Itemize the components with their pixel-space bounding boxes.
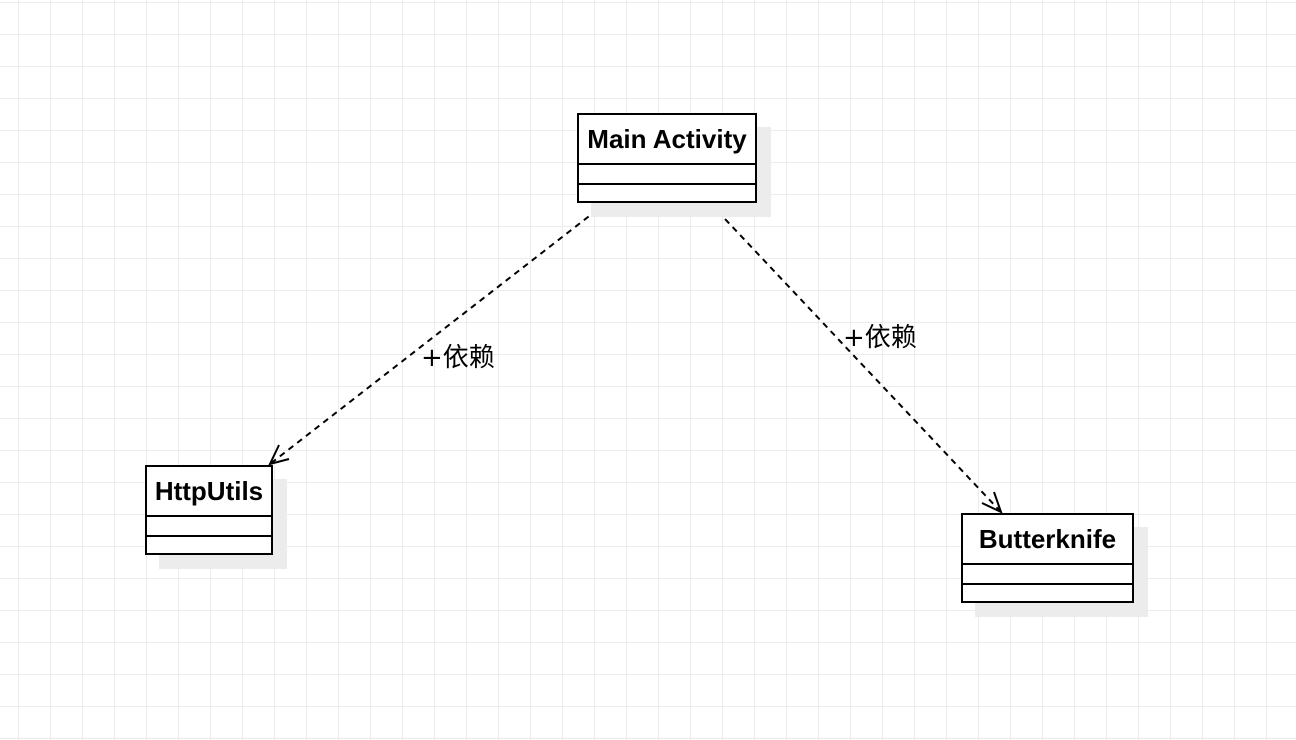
dependency-edge-butterknife[interactable] (709, 202, 1003, 514)
attributes-compartment (147, 517, 271, 537)
class-httputils[interactable]: HttpUtils (145, 465, 273, 555)
dependency-edge-httputils[interactable] (268, 202, 607, 466)
methods-compartment (963, 585, 1132, 601)
relation-label-httputils: +依赖 (421, 343, 495, 373)
class-butterknife[interactable]: Butterknife (961, 513, 1134, 603)
class-main-activity[interactable]: Main Activity (577, 113, 757, 203)
class-name: Butterknife (963, 515, 1132, 565)
class-name: HttpUtils (147, 467, 271, 517)
attributes-compartment (963, 565, 1132, 585)
relation-label-butterknife: +依赖 (843, 323, 917, 353)
open-arrowhead-icon (981, 491, 1003, 514)
class-name: Main Activity (579, 115, 755, 165)
open-arrowhead-icon (268, 444, 290, 466)
methods-compartment (147, 537, 271, 553)
attributes-compartment (579, 165, 755, 185)
methods-compartment (579, 185, 755, 201)
